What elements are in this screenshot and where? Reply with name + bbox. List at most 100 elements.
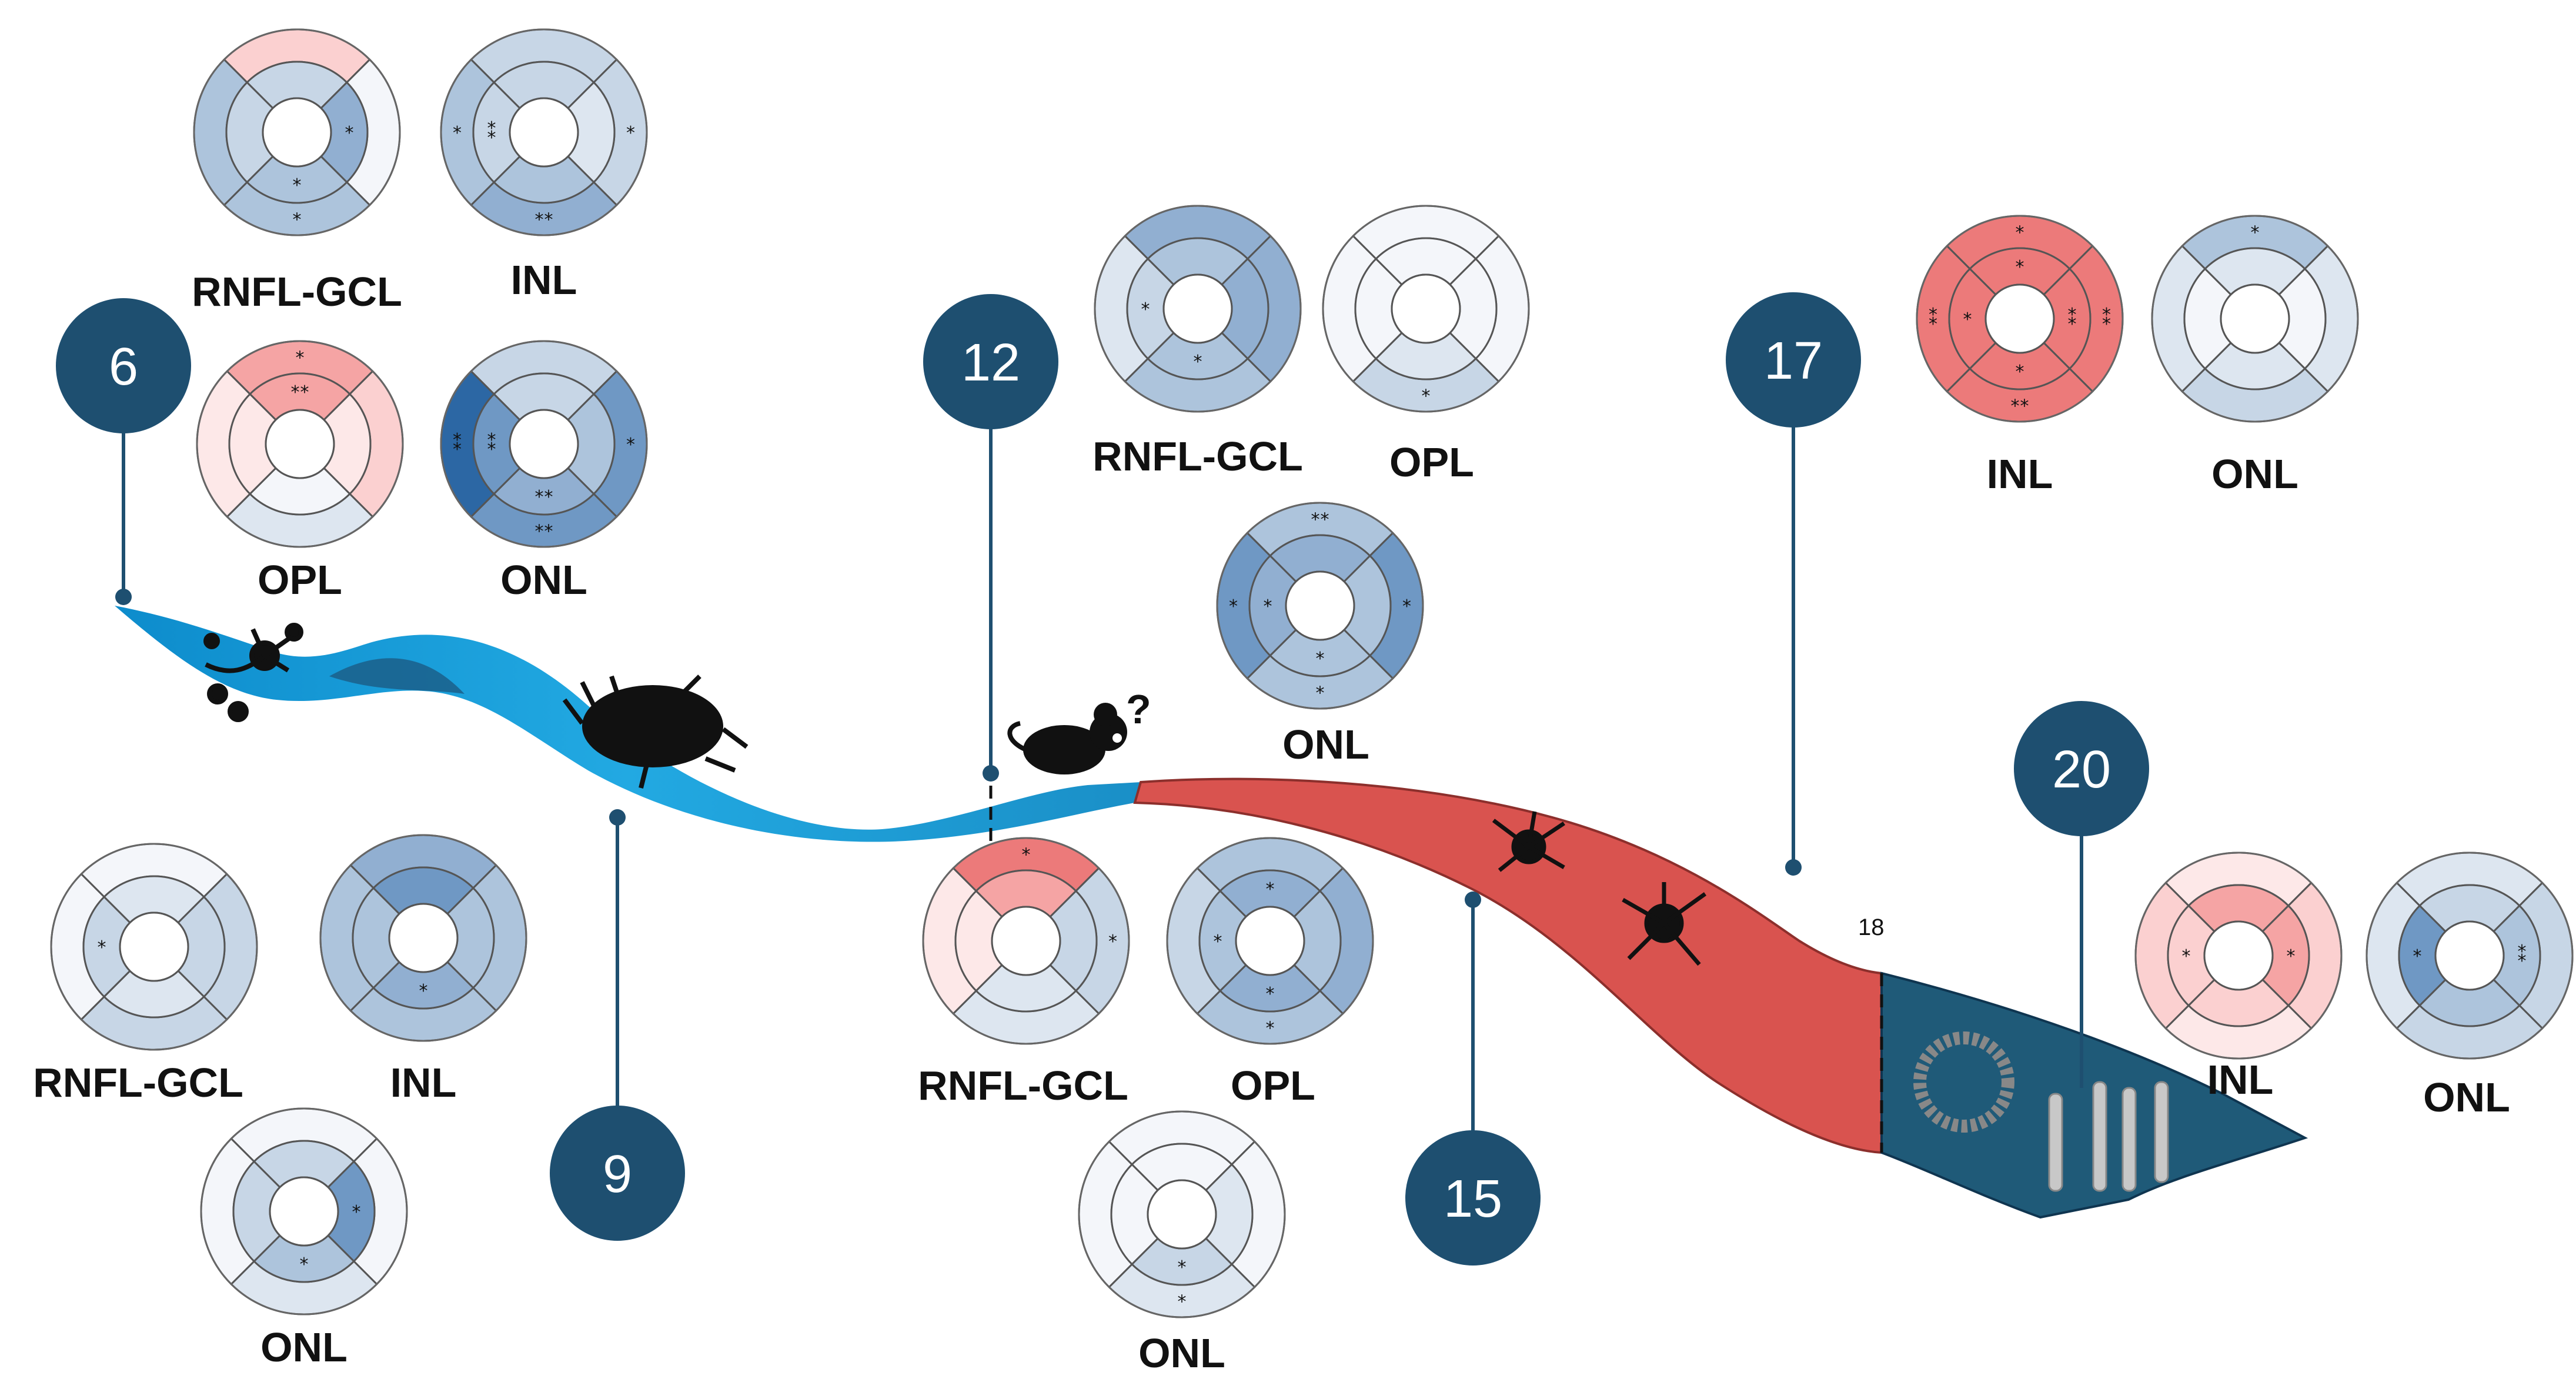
layer-label: RNFL-GCL xyxy=(918,1063,1128,1108)
significance-asterisk: * xyxy=(1266,984,1275,1004)
timepoint-badge-15: 15 xyxy=(1405,892,1541,1266)
timepoint-badge-20: 20 xyxy=(2014,701,2149,1088)
timepoint-badge-17: 17 xyxy=(1726,292,1861,876)
significance-asterisk: * xyxy=(1178,1292,1187,1313)
center-circle xyxy=(1235,906,1305,976)
significance-asterisk: * xyxy=(1311,510,1320,530)
outer-ring xyxy=(1916,215,2124,423)
timepoint-badge-label: 6 xyxy=(109,338,138,396)
timepoint-badge-circle xyxy=(550,1106,685,1241)
significance-asterisk: * xyxy=(300,1254,309,1275)
significance-asterisk: * xyxy=(2016,223,2024,243)
significance-asterisk: * xyxy=(2011,396,2020,417)
bullseye-15-rnfl-gcl: * * RNFL-GCL xyxy=(918,837,1130,1108)
significance-asterisk: * xyxy=(1963,309,1972,330)
center-circle xyxy=(119,911,189,982)
bullseye-6-onl: *********ONL xyxy=(440,340,648,603)
significance-asterisk: * xyxy=(2068,305,2077,325)
bullseye-20-inl: * * INL xyxy=(2134,852,2343,1103)
significance-asterisk: * xyxy=(2102,305,2111,325)
outer-ring xyxy=(1166,837,1374,1045)
significance-asterisk: * xyxy=(419,981,428,1001)
bullseye-diagrams: ***RNFL-GCL******INL***OPL*********ONL*R… xyxy=(33,28,2574,1376)
photoreceptor-ring-icon xyxy=(1913,1031,2014,1133)
timepoint-connector-dot xyxy=(983,765,999,782)
significance-asterisk: * xyxy=(453,123,462,143)
center-circle xyxy=(991,906,1061,976)
significance-asterisk: * xyxy=(1178,1257,1187,1278)
significance-asterisk: * xyxy=(487,430,496,450)
timepoint-connector-dot xyxy=(1785,859,1802,876)
timepoint-badge-12: 12 xyxy=(923,294,1058,782)
center-circle xyxy=(1147,1179,1217,1250)
layer-label: INL xyxy=(390,1060,457,1106)
outer-ring xyxy=(1216,502,1424,710)
significance-asterisk: * xyxy=(453,430,462,450)
layer-label: ONL xyxy=(2423,1074,2510,1120)
significance-asterisk: * xyxy=(1022,845,1031,866)
bullseye-12-onl: *******ONL xyxy=(1216,502,1424,767)
significance-asterisk: * xyxy=(2016,362,2024,382)
neuron-icon xyxy=(203,623,303,722)
layer-label: ONL xyxy=(2211,451,2298,497)
outer-ring xyxy=(200,1107,408,1315)
cell-illustrations: ? xyxy=(203,623,2169,1192)
significance-asterisk: * xyxy=(544,487,553,507)
outer-ring xyxy=(440,340,648,548)
center-circle xyxy=(1984,283,2055,354)
significance-asterisk: * xyxy=(1266,879,1275,900)
bullseye-15-opl: ****OPL xyxy=(1166,837,1374,1108)
layer-label: RNFL-GCL xyxy=(33,1060,243,1106)
significance-asterisk: * xyxy=(487,118,496,139)
significance-asterisk: * xyxy=(2413,946,2422,967)
significance-asterisk: * xyxy=(293,210,302,231)
significance-asterisk: * xyxy=(2182,946,2191,967)
timepoint-badge-circle xyxy=(2014,701,2149,836)
bullseye-6-inl: ******INL xyxy=(440,28,648,303)
significance-asterisk: * xyxy=(2287,946,2296,967)
significance-asterisk: * xyxy=(352,1202,361,1223)
layer-label: OPL xyxy=(258,557,342,603)
layer-label: INL xyxy=(2207,1057,2274,1103)
ribbon-fold xyxy=(329,658,465,694)
timepoint-badge-label: 12 xyxy=(961,333,1020,392)
significance-asterisk: * xyxy=(1316,683,1325,704)
rod-cells-icon xyxy=(2048,1081,2169,1192)
significance-asterisk: * xyxy=(98,937,106,958)
significance-asterisk: * xyxy=(626,123,635,143)
significance-asterisk: * xyxy=(293,175,302,196)
significance-asterisk: * xyxy=(626,435,635,455)
timepoint-badge-label: 17 xyxy=(1764,332,1823,390)
center-circle xyxy=(2203,920,2274,991)
significance-asterisk: * xyxy=(535,522,544,542)
timepoint-badge-label: 15 xyxy=(1444,1170,1502,1228)
bullseye-17-onl: *ONL xyxy=(2151,215,2359,497)
layer-label: ONL xyxy=(1138,1330,1225,1376)
significance-asterisk: * xyxy=(1214,931,1222,952)
significance-asterisk: * xyxy=(1264,596,1272,617)
significance-asterisk: * xyxy=(1266,1019,1275,1039)
center-circle xyxy=(509,409,579,479)
outer-ring xyxy=(1322,205,1530,413)
center-circle xyxy=(509,97,579,168)
bullseye-17-inl: ************INL xyxy=(1916,215,2124,497)
center-circle xyxy=(1285,570,1355,641)
significance-asterisk: * xyxy=(1929,314,1937,335)
significance-asterisk: * xyxy=(1402,596,1411,617)
ribbon-marker-18: 18 xyxy=(1858,914,1885,940)
center-circle xyxy=(388,903,459,973)
significance-asterisk: * xyxy=(544,522,553,542)
significance-asterisk: * xyxy=(2020,396,2029,417)
significance-asterisk: * xyxy=(1108,931,1117,952)
layer-label: ONL xyxy=(500,557,587,603)
significance-asterisk: * xyxy=(2016,257,2024,278)
center-circle xyxy=(269,1176,339,1247)
timepoint-badge-circle xyxy=(923,294,1058,429)
significance-asterisk: * xyxy=(291,382,300,403)
timepoint-badge-label: 20 xyxy=(2052,740,2111,799)
bullseye-20-onl: ***ONL xyxy=(2365,852,2574,1120)
outer-ring xyxy=(319,834,527,1042)
significance-asterisk: * xyxy=(487,128,496,148)
